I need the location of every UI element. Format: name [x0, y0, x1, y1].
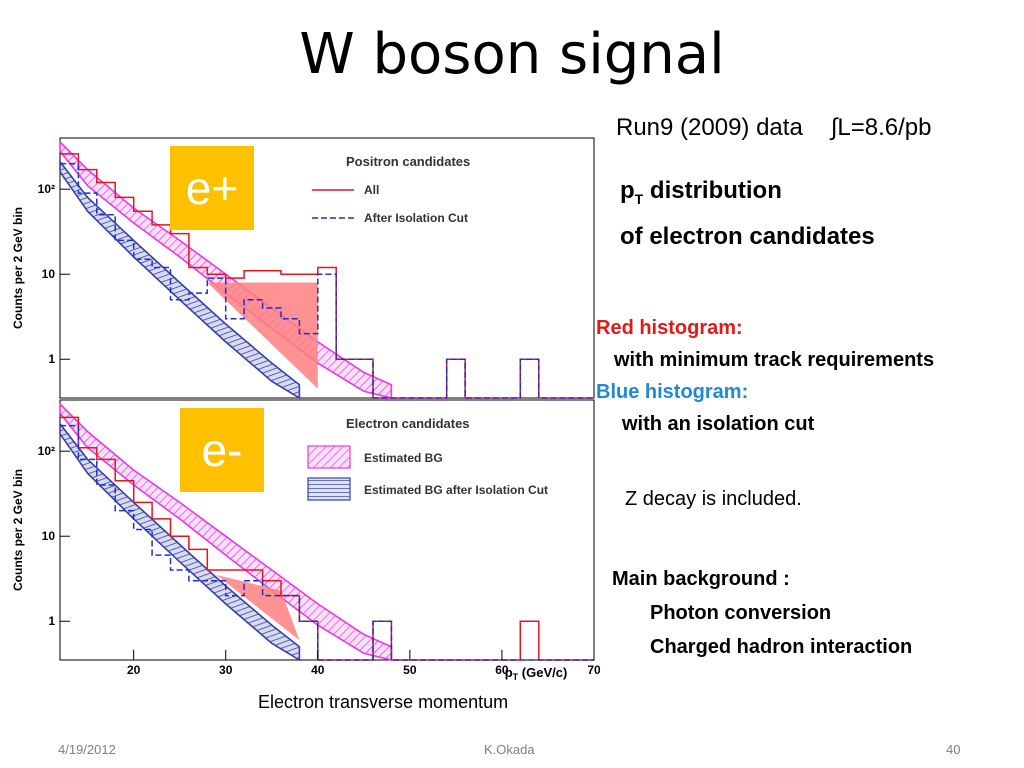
- panel-label-box: [180, 408, 264, 492]
- main-background-item-1: Photon conversion: [650, 602, 832, 624]
- main-background: Main background : Photon conversion Char…: [612, 562, 912, 664]
- legend: [307, 445, 351, 501]
- pt-distribution-line1: pT distribution: [620, 172, 875, 218]
- luminosity-text: ∫L=8.6/pb: [830, 114, 932, 141]
- main-background-item-2: Charged hadron interaction: [650, 636, 913, 658]
- legend-title: Electron candidates: [346, 416, 470, 431]
- pt-rest: distribution: [643, 177, 782, 204]
- x-tick-label: 60: [495, 663, 509, 677]
- x-axis-label: pT (GeV/c): [505, 665, 568, 682]
- blue-histogram-heading: Blue histogram:: [596, 381, 749, 403]
- x-tick-label: 20: [127, 663, 141, 677]
- histogram-figure: 1 10 10² Counts per 2 GeV bin Positron candi…: [11, 137, 600, 682]
- x-tick-label: 30: [219, 663, 233, 677]
- y-tick-label: 1: [48, 614, 55, 628]
- estimated-bg-isolation-band: [59, 159, 301, 400]
- main-background-heading: Main background :: [612, 568, 790, 590]
- y-axis-label: Counts per 2 GeV bin: [11, 207, 25, 329]
- pt-p: p: [620, 177, 635, 204]
- estimated-bg-isolation-band: [59, 421, 301, 662]
- isolation-histogram-line: [60, 162, 594, 399]
- legend-bg-swatch: [307, 445, 351, 469]
- pt-distribution-heading: pT distribution of electron candidates: [620, 172, 875, 256]
- x-tick-label: 50: [403, 663, 417, 677]
- y-tick-label: 1: [48, 352, 55, 366]
- blue-histogram-desc: with an isolation cut: [622, 413, 815, 435]
- panel-2: [59, 399, 595, 662]
- legend-bg-label: Estimated BG: [364, 451, 443, 465]
- signal-region: [207, 282, 318, 389]
- y-tick-label: 10²: [38, 182, 55, 196]
- y-tick-label: 10²: [38, 444, 55, 458]
- y-axis-label: Counts per 2 GeV bin: [11, 469, 25, 591]
- red-histogram-desc: with minimum track requirements: [614, 349, 935, 371]
- x-tick-label: 70: [587, 663, 600, 677]
- panel-label-box: [170, 146, 254, 230]
- y-tick-label: 10: [42, 267, 56, 281]
- isolation-histogram-line: [60, 424, 594, 661]
- run-info: Run9 (2009) data ∫L=8.6/pb: [616, 114, 931, 142]
- legend-bg-isolation-label: Estimated BG after Isolation Cut: [364, 483, 548, 497]
- y-tick-label: 10: [42, 529, 56, 543]
- legend-title: Positron candidates: [346, 154, 470, 169]
- pt-distribution-line2: of electron candidates: [620, 222, 875, 250]
- legend: [312, 189, 354, 219]
- red-histogram-heading: Red histogram:: [596, 317, 743, 339]
- x-tick-label: 40: [311, 663, 325, 677]
- histogram-notes: Red histogram: with minimum track requir…: [596, 312, 934, 440]
- legend-all-label: All: [364, 183, 379, 197]
- panel-label-text: e+: [186, 162, 238, 214]
- panel-label-text: e-: [202, 424, 243, 476]
- footer-author: K.Okada: [484, 742, 535, 757]
- signal-region: [216, 575, 300, 641]
- x-axis-caption: Electron transverse momentum: [258, 692, 509, 712]
- legend-bg-isolation-swatch: [307, 477, 351, 501]
- footer-page-number: 40: [946, 742, 961, 757]
- pt-subscript: T: [634, 190, 644, 207]
- slide-title: W boson signal: [299, 22, 725, 87]
- footer-date: 4/19/2012: [58, 742, 116, 757]
- run-info-text: Run9 (2009) data: [616, 114, 803, 141]
- legend-isolation-label: After Isolation Cut: [364, 211, 468, 225]
- panel-1: [59, 137, 595, 400]
- z-decay-note: Z decay is included.: [625, 488, 802, 510]
